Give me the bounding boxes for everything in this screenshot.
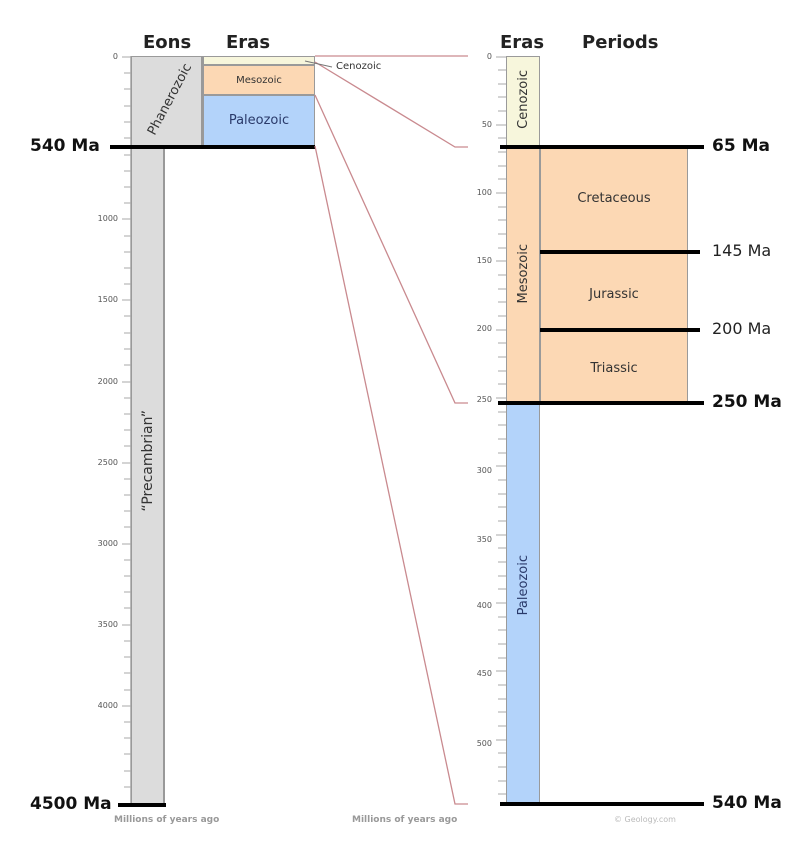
boundary-145	[540, 250, 700, 254]
label-200ma: 200 Ma	[712, 319, 772, 338]
right-tick-500: 500	[476, 739, 492, 748]
left-era-mesozoic: Mesozoic	[203, 65, 315, 95]
label-540ma-right: 540 Ma	[712, 793, 782, 813]
right-tick-450: 450	[476, 669, 492, 678]
left-cenozoic-callout: Cenozoic	[336, 61, 382, 72]
period-triassic: Triassic	[590, 361, 638, 376]
boundary-4500	[118, 803, 166, 807]
left-axis	[130, 56, 131, 806]
left-tick-4000: 4000	[97, 701, 118, 710]
right-tick-200: 200	[476, 324, 492, 333]
label-540ma-left: 540 Ma	[30, 136, 100, 156]
left-tick-2500: 2500	[97, 458, 118, 467]
right-mesozoic-label: Mesozoic	[516, 244, 531, 304]
right-tick-0: 0	[486, 52, 492, 61]
label-4500ma: 4500 Ma	[30, 794, 112, 814]
label-65ma: 65 Ma	[712, 136, 770, 156]
right-tick-400: 400	[476, 601, 492, 610]
boundary-65	[500, 145, 704, 149]
left-tick-3500: 3500	[97, 620, 118, 629]
right-axis-note: Millions of years ago	[352, 815, 458, 825]
left-tick-0: 0	[112, 52, 118, 61]
right-tick-350: 350	[476, 535, 492, 544]
right-axis-ticks	[496, 56, 506, 795]
boundary-540-left	[110, 145, 315, 149]
period-jurassic: Jurassic	[589, 287, 639, 302]
left-paleozoic-label: Paleozoic	[228, 113, 290, 128]
left-tick-2000: 2000	[97, 377, 118, 386]
boundary-200	[540, 328, 700, 332]
right-eras-header: Eras	[500, 32, 545, 53]
right-cenozoic-label: Cenozoic	[516, 70, 531, 129]
boundary-250	[498, 401, 704, 405]
left-tick-3000: 3000	[97, 539, 118, 548]
right-paleozoic-label: Paleozoic	[516, 555, 531, 616]
right-tick-50: 50	[481, 120, 492, 129]
label-250ma: 250 Ma	[712, 392, 782, 412]
right-periods-header: Periods	[582, 32, 659, 53]
left-era-cenozoic	[203, 56, 315, 65]
period-cretaceous: Cretaceous	[577, 191, 651, 206]
right-tick-300: 300	[476, 466, 492, 475]
left-mesozoic-label: Mesozoic	[236, 74, 282, 86]
left-era-paleozoic: Paleozoic	[203, 95, 315, 146]
right-tick-100: 100	[476, 188, 492, 197]
right-tick-250: 250	[476, 395, 492, 404]
credit: © Geology.com	[614, 815, 676, 824]
left-tick-1500: 1500	[97, 295, 118, 304]
left-axis-note: Millions of years ago	[114, 815, 220, 825]
right-era-paleozoic	[506, 403, 540, 804]
left-axis-ticks	[122, 56, 131, 788]
eon-precambrian	[131, 146, 165, 806]
left-eons-header: Eons	[143, 32, 192, 53]
periods-block	[540, 147, 688, 403]
label-145ma: 145 Ma	[712, 241, 772, 260]
left-tick-1000: 1000	[97, 214, 118, 223]
left-eras-header: Eras	[226, 32, 271, 53]
boundary-540-right	[500, 802, 704, 806]
right-tick-150: 150	[476, 256, 492, 265]
